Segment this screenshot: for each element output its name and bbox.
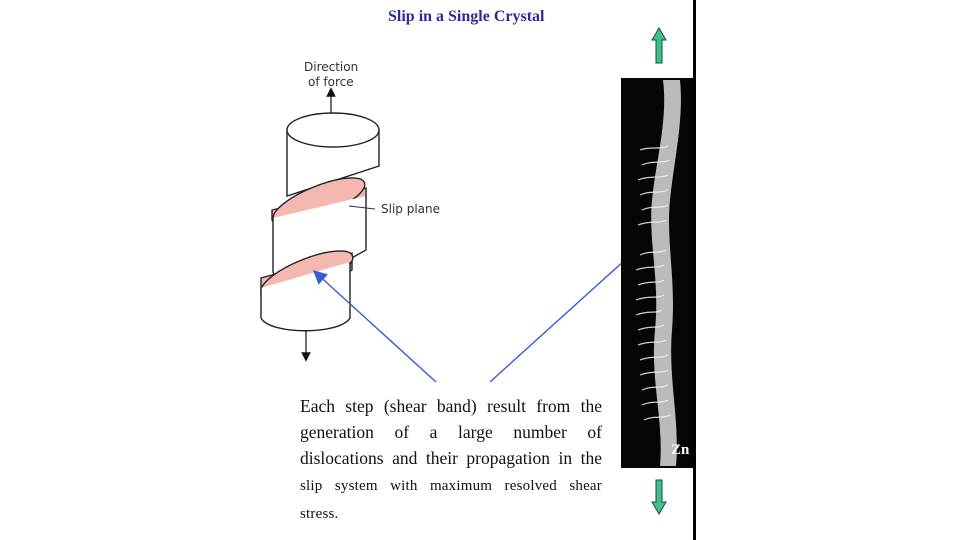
direction-of-force-label-line2: of force (308, 75, 354, 89)
direction-of-force-label-line1: Direction (304, 60, 358, 74)
explanation-paragraph: Each step (shear band) result from the g… (300, 393, 602, 527)
slip-plane-label: Slip plane (381, 202, 440, 216)
micrograph-label: Zn (671, 442, 689, 459)
up-arrow-icon (652, 28, 666, 63)
vertical-divider (693, 0, 696, 540)
crystal-cylinder (256, 113, 379, 331)
down-arrow-icon (652, 480, 666, 514)
paragraph-main: Each step (shear band) result from the g… (300, 396, 602, 468)
paragraph-tail: slip system with maximum resolved shear … (300, 478, 602, 522)
zinc-micrograph (621, 78, 694, 468)
